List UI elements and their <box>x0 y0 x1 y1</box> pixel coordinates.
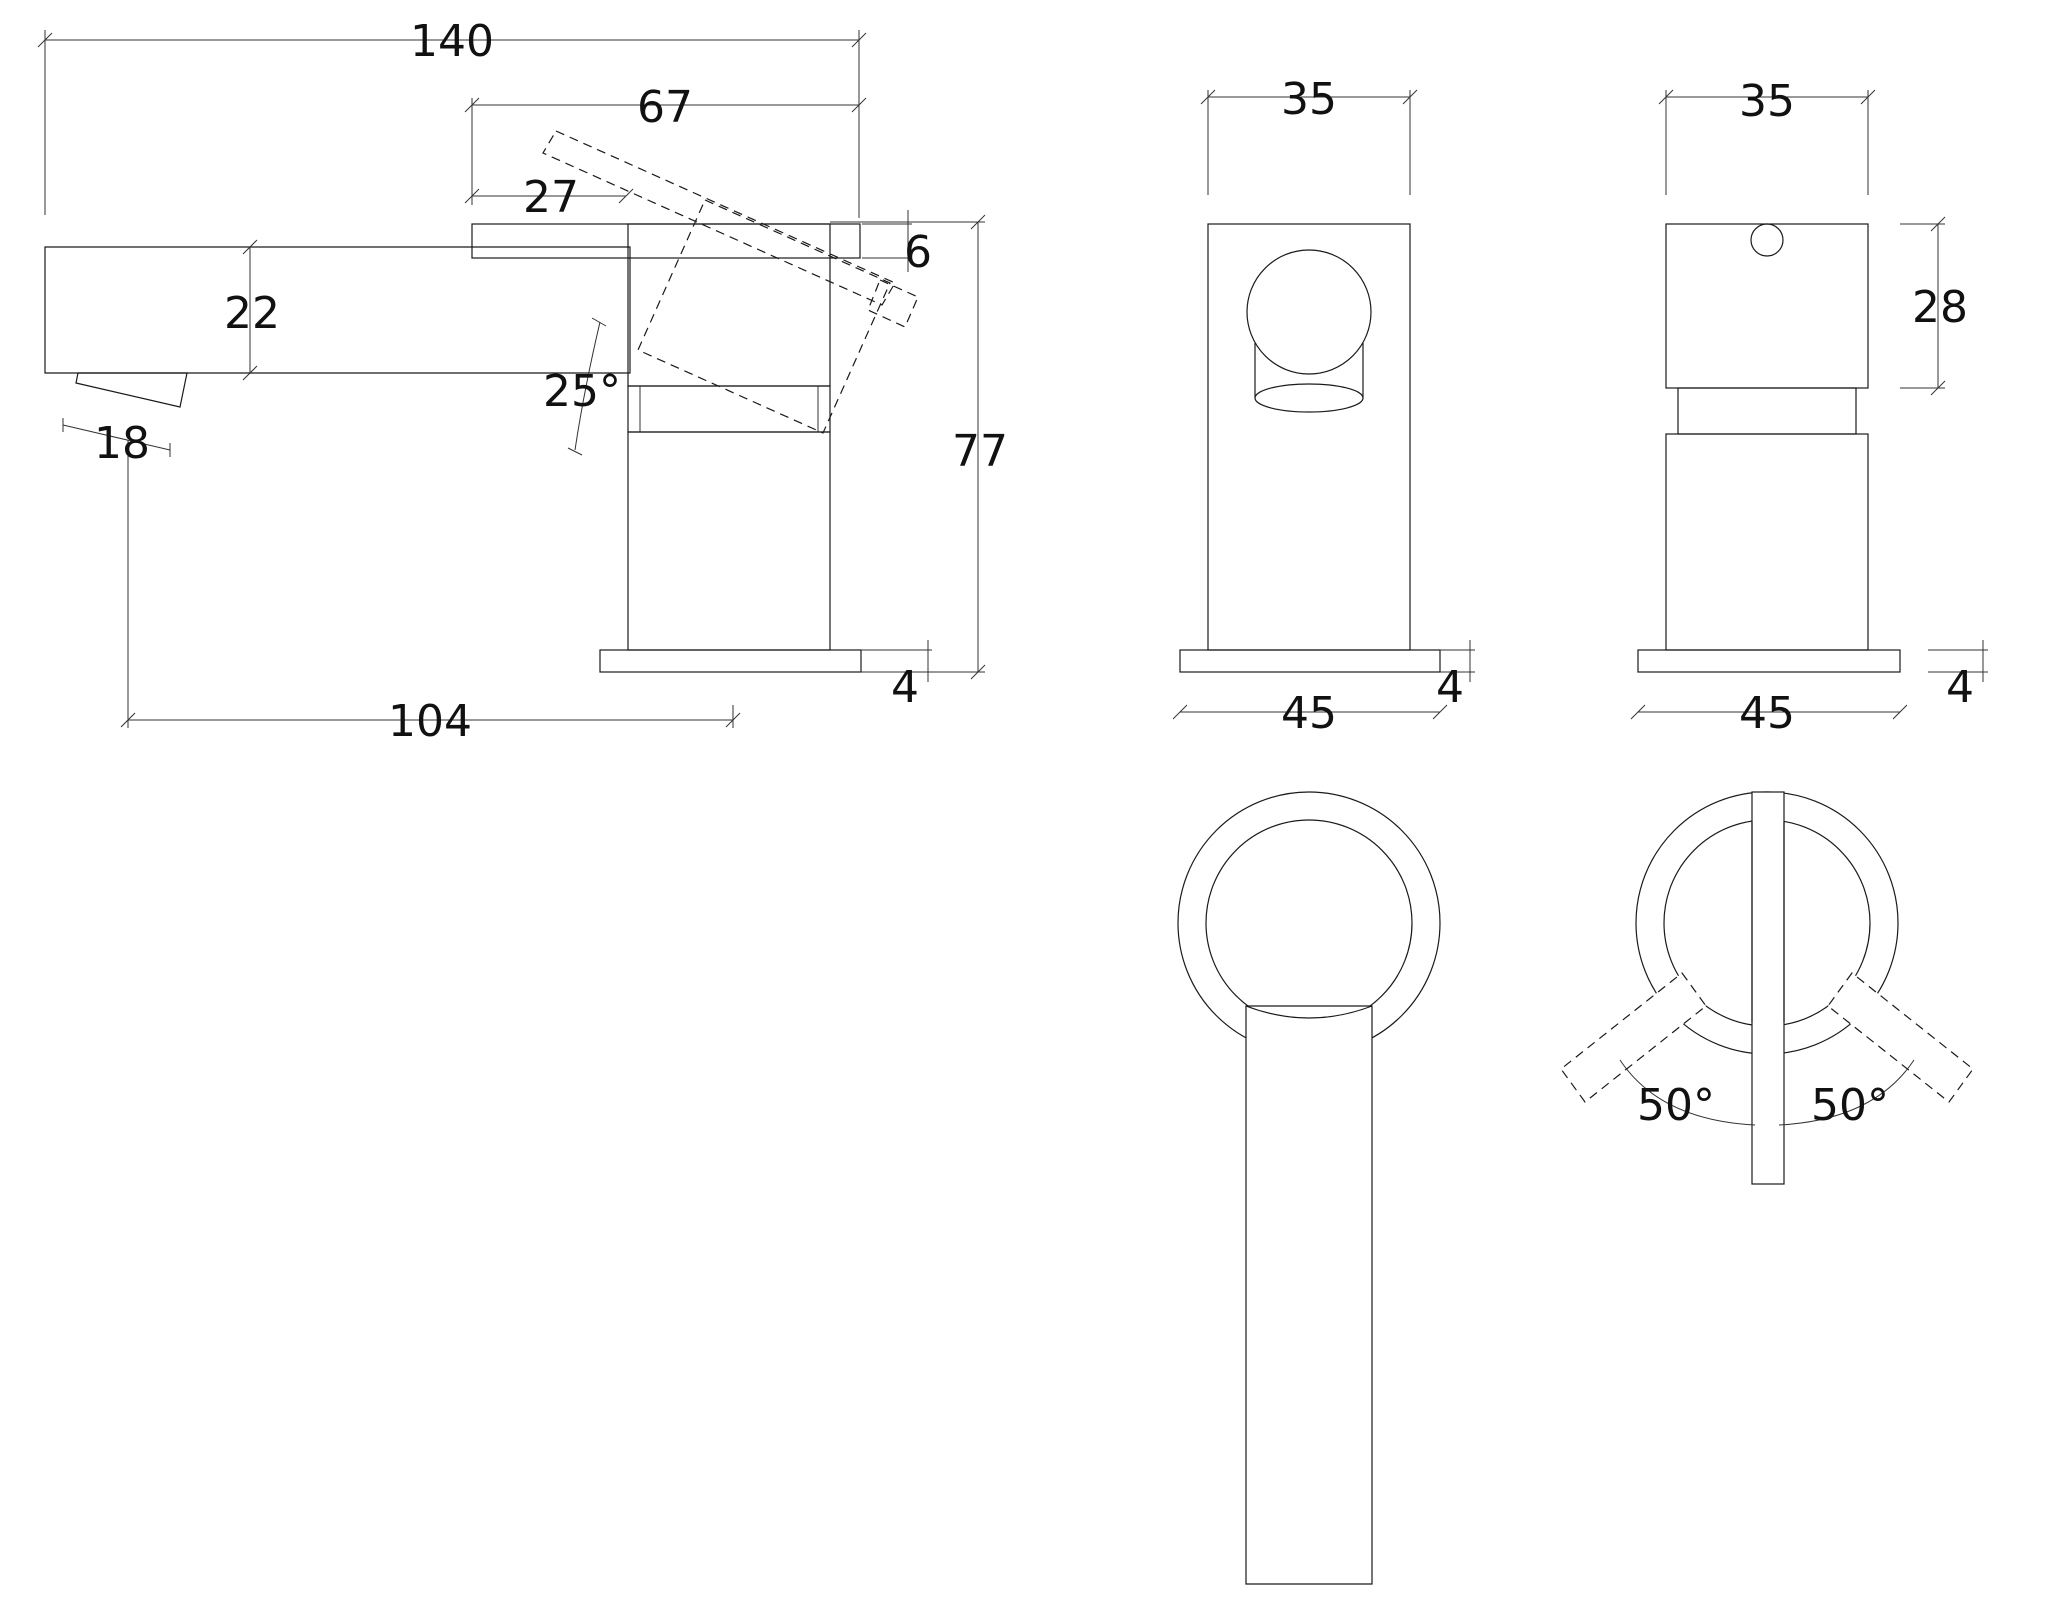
dim-rear-body-height: 28 <box>1912 282 1968 333</box>
top-left-lever <box>1245 1005 1373 1585</box>
top-right-lever-rotated-left <box>1560 972 1707 1103</box>
body <box>627 431 831 651</box>
front-handle-knob <box>1246 249 1372 375</box>
rear-inlet-hole <box>1750 223 1784 257</box>
dim-reach: 104 <box>388 696 472 747</box>
front-body <box>1207 223 1411 651</box>
front-view: 35 45 4 <box>1172 74 1475 739</box>
top-left-handle-disc <box>1205 819 1413 1027</box>
top-left-handle-arc <box>1245 1005 1373 1019</box>
dim-outlet-width: 18 <box>94 418 150 469</box>
spout <box>44 246 631 374</box>
dim-rear-base-thickness: 4 <box>1946 662 1974 713</box>
dim-tilt-angle: 25° <box>543 366 621 417</box>
dim-base-thickness: 4 <box>891 662 919 713</box>
base <box>599 649 862 673</box>
front-dimension-lines <box>1172 89 1475 720</box>
top-view-right: 50° 50° <box>1560 791 1974 1185</box>
dim-total-height: 77 <box>952 426 1008 477</box>
top-right-lever <box>1751 791 1785 1185</box>
dim-spout-height: 22 <box>224 288 280 339</box>
dim-front-base-width: 45 <box>1281 688 1337 739</box>
side-dimension-lines <box>37 30 986 728</box>
rear-dimension-lines <box>1630 89 1988 720</box>
dim-rear-base-width: 45 <box>1739 688 1795 739</box>
cartridge-raised <box>637 199 891 434</box>
aerator <box>75 372 188 408</box>
front-handle-base <box>1254 383 1364 413</box>
rear-upper-body <box>1665 223 1869 389</box>
top-view-left <box>1177 791 1441 1585</box>
dim-overall-length: 140 <box>410 16 494 67</box>
rear-collar <box>1677 387 1857 435</box>
dim-front-base-thickness: 4 <box>1436 662 1464 713</box>
front-base <box>1179 649 1441 673</box>
top-right-angle-arcs <box>1619 1059 1915 1126</box>
dim-rotation-right: 50° <box>1811 1080 1889 1131</box>
lever-raised <box>542 130 896 306</box>
dim-lever-offset: 27 <box>523 172 579 223</box>
front-handle-neck <box>1254 343 1364 398</box>
rear-view: 35 28 45 4 <box>1630 76 1988 739</box>
collar <box>627 385 831 433</box>
dim-rotation-left: 50° <box>1637 1080 1715 1131</box>
top-right-lever-rotated-right <box>1827 972 1974 1103</box>
dim-front-body-width: 35 <box>1281 74 1337 125</box>
rear-lower-body <box>1665 433 1869 651</box>
dim-rear-body-width: 35 <box>1739 76 1795 127</box>
dim-lever-length: 67 <box>637 82 693 133</box>
lever-raised-tip <box>867 279 919 328</box>
dim-lever-thickness: 6 <box>904 227 932 278</box>
rear-base <box>1637 649 1901 673</box>
lever <box>471 223 861 259</box>
side-view: 140 67 27 6 22 25° 18 77 104 4 <box>37 16 1008 747</box>
